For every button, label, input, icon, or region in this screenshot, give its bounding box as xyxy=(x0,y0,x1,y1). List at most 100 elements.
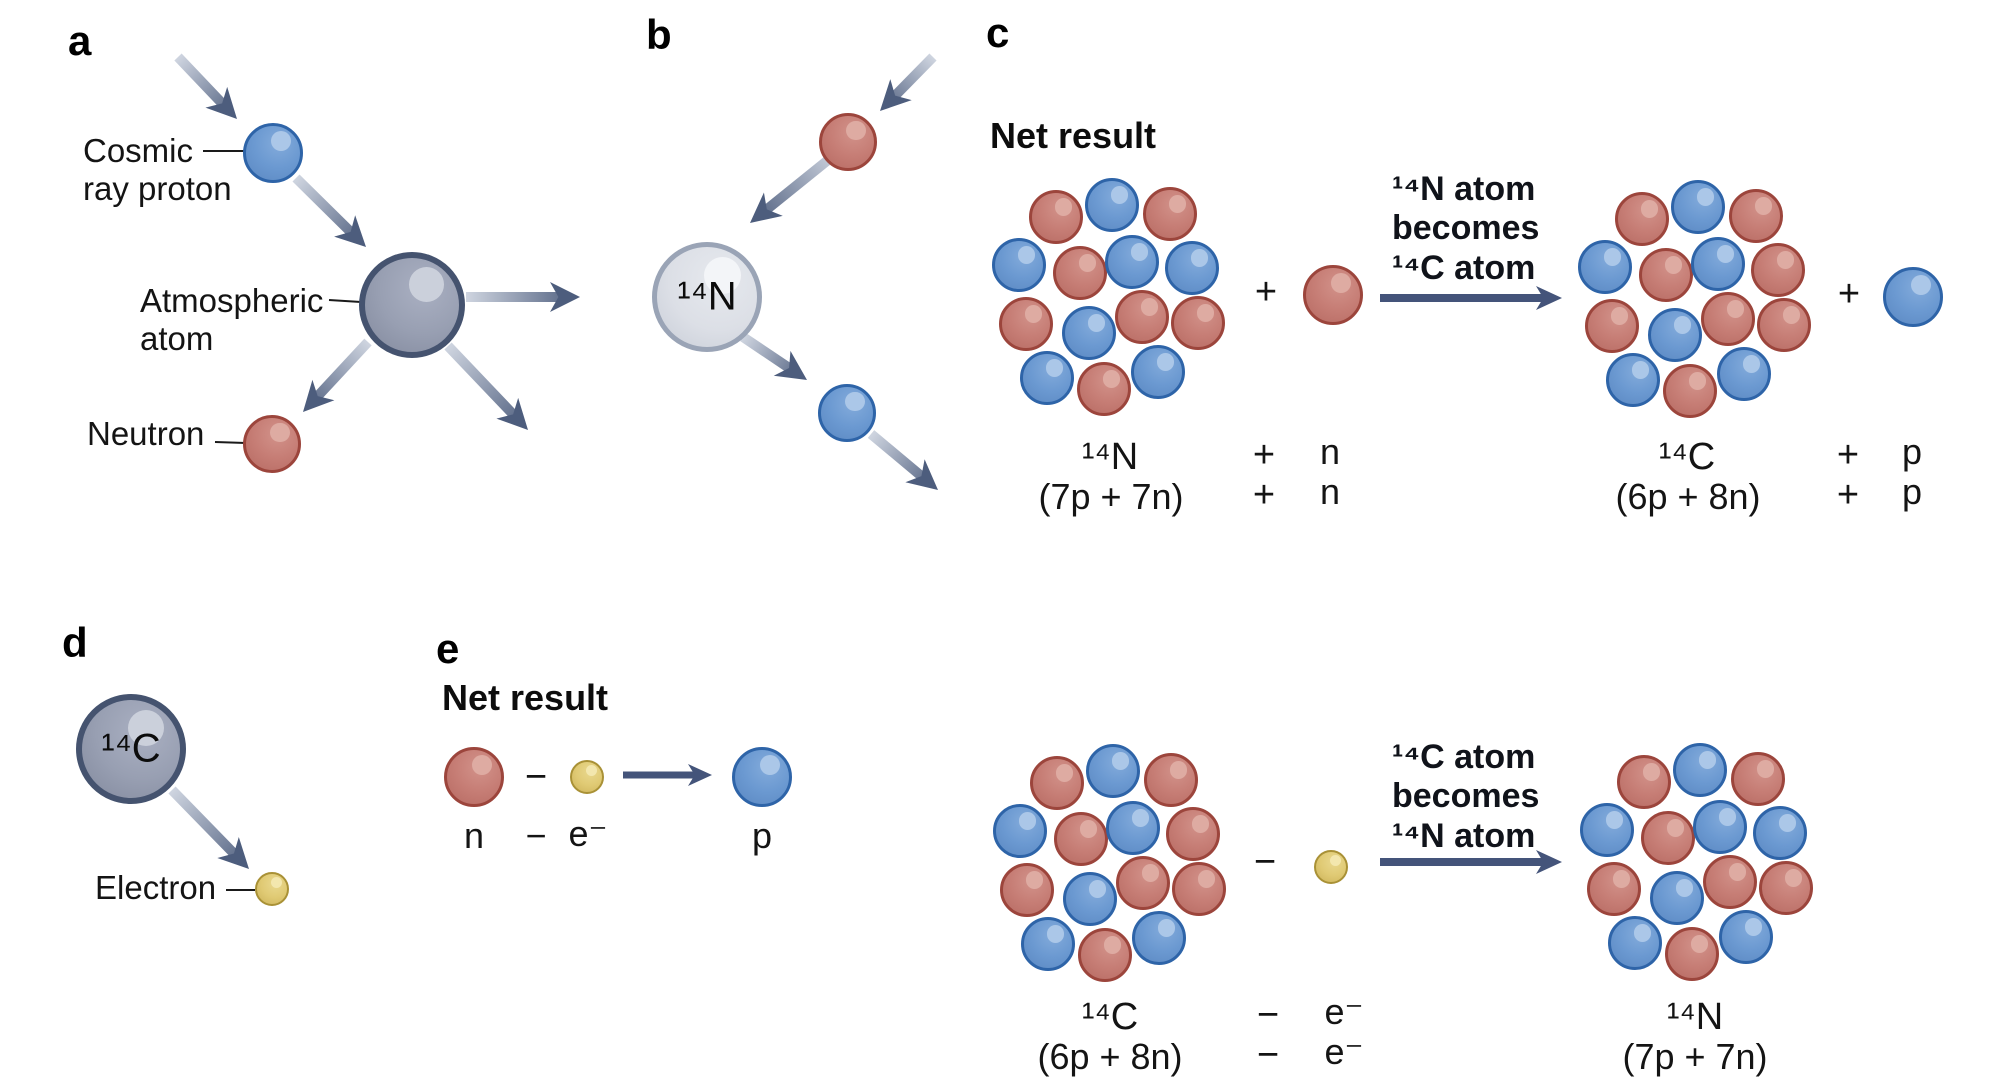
d-electron-sphere xyxy=(255,872,289,906)
sphere-highlight xyxy=(1168,194,1187,213)
proton-sphere-in-c-nitrogen14-nucleus xyxy=(1105,235,1159,289)
c-free-proton-sphere xyxy=(1883,267,1943,327)
neutron-sphere-in-c-nitrogen14-nucleus xyxy=(1143,187,1197,241)
cosmic-ray-proton-label: Cosmic ray proton xyxy=(83,132,232,207)
panel-d-letter: d xyxy=(62,619,88,666)
e-neutron-sphere xyxy=(444,747,504,807)
neutron-sphere-in-c-carbon14-nucleus xyxy=(1639,248,1693,302)
sphere-highlight xyxy=(1197,869,1216,888)
sphere-highlight xyxy=(586,765,598,777)
atom-isotope-label: ¹⁴N xyxy=(677,274,737,319)
sphere-highlight xyxy=(1110,185,1129,204)
sphere-highlight xyxy=(1631,360,1650,379)
neutron-sphere-in-c-nitrogen14-nucleus xyxy=(1171,296,1225,350)
c-reactant-composition: (7p + 7n) xyxy=(1038,476,1184,517)
c-free-neutron-sphere xyxy=(1303,265,1363,325)
sphere-highlight xyxy=(1696,187,1715,206)
proton-sphere-in-c-nitrogen14-nucleus xyxy=(1165,241,1219,295)
impact-arrow xyxy=(303,338,372,412)
c-reactant-term2-particle: n xyxy=(1319,471,1341,512)
impact-arrow xyxy=(740,332,807,380)
panel-e-title: Net result xyxy=(442,677,609,718)
e-product-composition: (7p + 7n) xyxy=(1622,1036,1768,1077)
e-reactant-isotope: ¹⁴C xyxy=(1081,996,1139,1038)
impact-arrow xyxy=(750,148,842,223)
atom-isotope-label: ¹⁴C xyxy=(101,726,161,771)
neutron-sphere-in-e-carbon14-nucleus xyxy=(1166,807,1220,861)
sphere-highlight xyxy=(1911,275,1932,296)
sphere-highlight xyxy=(1756,759,1775,778)
sphere-highlight xyxy=(1666,818,1685,837)
sphere-highlight xyxy=(1331,273,1352,294)
e-electron-sphere xyxy=(570,760,604,794)
sphere-highlight xyxy=(1079,819,1098,838)
sphere-highlight xyxy=(1784,868,1803,887)
neutron-sphere-in-e-carbon14-nucleus xyxy=(1000,863,1054,917)
reaction-arrow xyxy=(1380,850,1562,874)
panel-e-letter: e xyxy=(436,625,460,672)
c-plus-before-neutron: + xyxy=(1254,271,1278,313)
sphere-highlight xyxy=(128,709,165,747)
sphere-highlight xyxy=(1140,297,1159,316)
e-reactant-term2-particle: e⁻ xyxy=(1324,1031,1364,1072)
sphere-highlight xyxy=(271,877,283,889)
proton-sphere-in-c-nitrogen14-nucleus xyxy=(1020,351,1074,405)
impact-arrow xyxy=(867,430,938,490)
impact-arrow xyxy=(174,53,237,119)
b-ejected-proton-sphere xyxy=(818,384,876,442)
proton-sphere-in-c-carbon14-nucleus xyxy=(1671,180,1725,234)
proton-sphere-in-e-nitrogen14-nucleus xyxy=(1673,743,1727,797)
sphere-highlight xyxy=(1640,199,1659,218)
neutron-sphere-in-e-nitrogen14-nucleus xyxy=(1731,752,1785,806)
neutron-sphere-in-c-carbon14-nucleus xyxy=(1729,189,1783,243)
e-reactant-term2-op: − xyxy=(1256,1034,1280,1076)
sphere-highlight xyxy=(1018,811,1037,830)
sphere-highlight xyxy=(1330,855,1342,867)
sphere-highlight xyxy=(1157,918,1176,937)
sphere-highlight xyxy=(1642,762,1661,781)
neutron-sphere-in-e-carbon14-nucleus xyxy=(1116,856,1170,910)
c-product-composition: (6p + 8n) xyxy=(1615,476,1761,517)
impact-arrow xyxy=(444,342,528,430)
e-minus-before-electron: − xyxy=(1253,841,1277,883)
proton-sphere-in-c-carbon14-nucleus xyxy=(1717,347,1771,401)
sphere-highlight xyxy=(1754,196,1773,215)
sphere-highlight xyxy=(1698,750,1717,769)
proton-sphere-in-e-carbon14-nucleus xyxy=(1106,801,1160,855)
e-reactant-composition: (6p + 8n) xyxy=(1037,1036,1183,1077)
sphere-highlight xyxy=(1688,371,1707,390)
proton-sphere-in-c-carbon14-nucleus xyxy=(1606,353,1660,407)
neutron-sphere-in-c-nitrogen14-nucleus xyxy=(1077,362,1131,416)
c-reactant-term2-op: + xyxy=(1252,474,1276,516)
impact-arrow xyxy=(466,282,580,312)
sphere-highlight xyxy=(1156,352,1175,371)
sphere-highlight xyxy=(1716,244,1735,263)
panel-c-title: Net result xyxy=(990,115,1157,156)
neutron-sphere-in-e-nitrogen14-nucleus xyxy=(1759,861,1813,915)
neutron-sphere-in-e-carbon14-nucleus xyxy=(1054,812,1108,866)
e-reactant-term1-particle: e⁻ xyxy=(1324,991,1364,1032)
proton-sphere-in-e-carbon14-nucleus xyxy=(1063,872,1117,926)
c-reactant-term1-op: + xyxy=(1252,434,1276,476)
b-incoming-neutron-sphere xyxy=(819,113,877,171)
neutron-sphere-in-c-carbon14-nucleus xyxy=(1701,292,1755,346)
panel-b-letter: b xyxy=(646,11,672,58)
sphere-highlight xyxy=(1017,245,1036,264)
proton-sphere-in-e-nitrogen14-nucleus xyxy=(1719,910,1773,964)
sphere-highlight xyxy=(1025,870,1044,889)
sphere-highlight xyxy=(1612,869,1631,888)
sphere-highlight xyxy=(1169,760,1188,779)
sphere-highlight xyxy=(1141,863,1160,882)
c-plus-before-proton: + xyxy=(1837,273,1861,315)
sphere-highlight xyxy=(1088,879,1107,898)
sphere-highlight xyxy=(472,755,493,776)
c-product-term2-particle: p xyxy=(1901,471,1923,512)
label-connector-line xyxy=(214,441,247,444)
sphere-highlight xyxy=(271,131,292,152)
e-equation-n-label: n xyxy=(463,815,485,856)
sphere-highlight xyxy=(409,267,444,303)
sphere-highlight xyxy=(760,755,781,776)
proton-sphere-in-e-nitrogen14-nucleus xyxy=(1693,800,1747,854)
proton-sphere-in-c-nitrogen14-nucleus xyxy=(992,238,1046,292)
